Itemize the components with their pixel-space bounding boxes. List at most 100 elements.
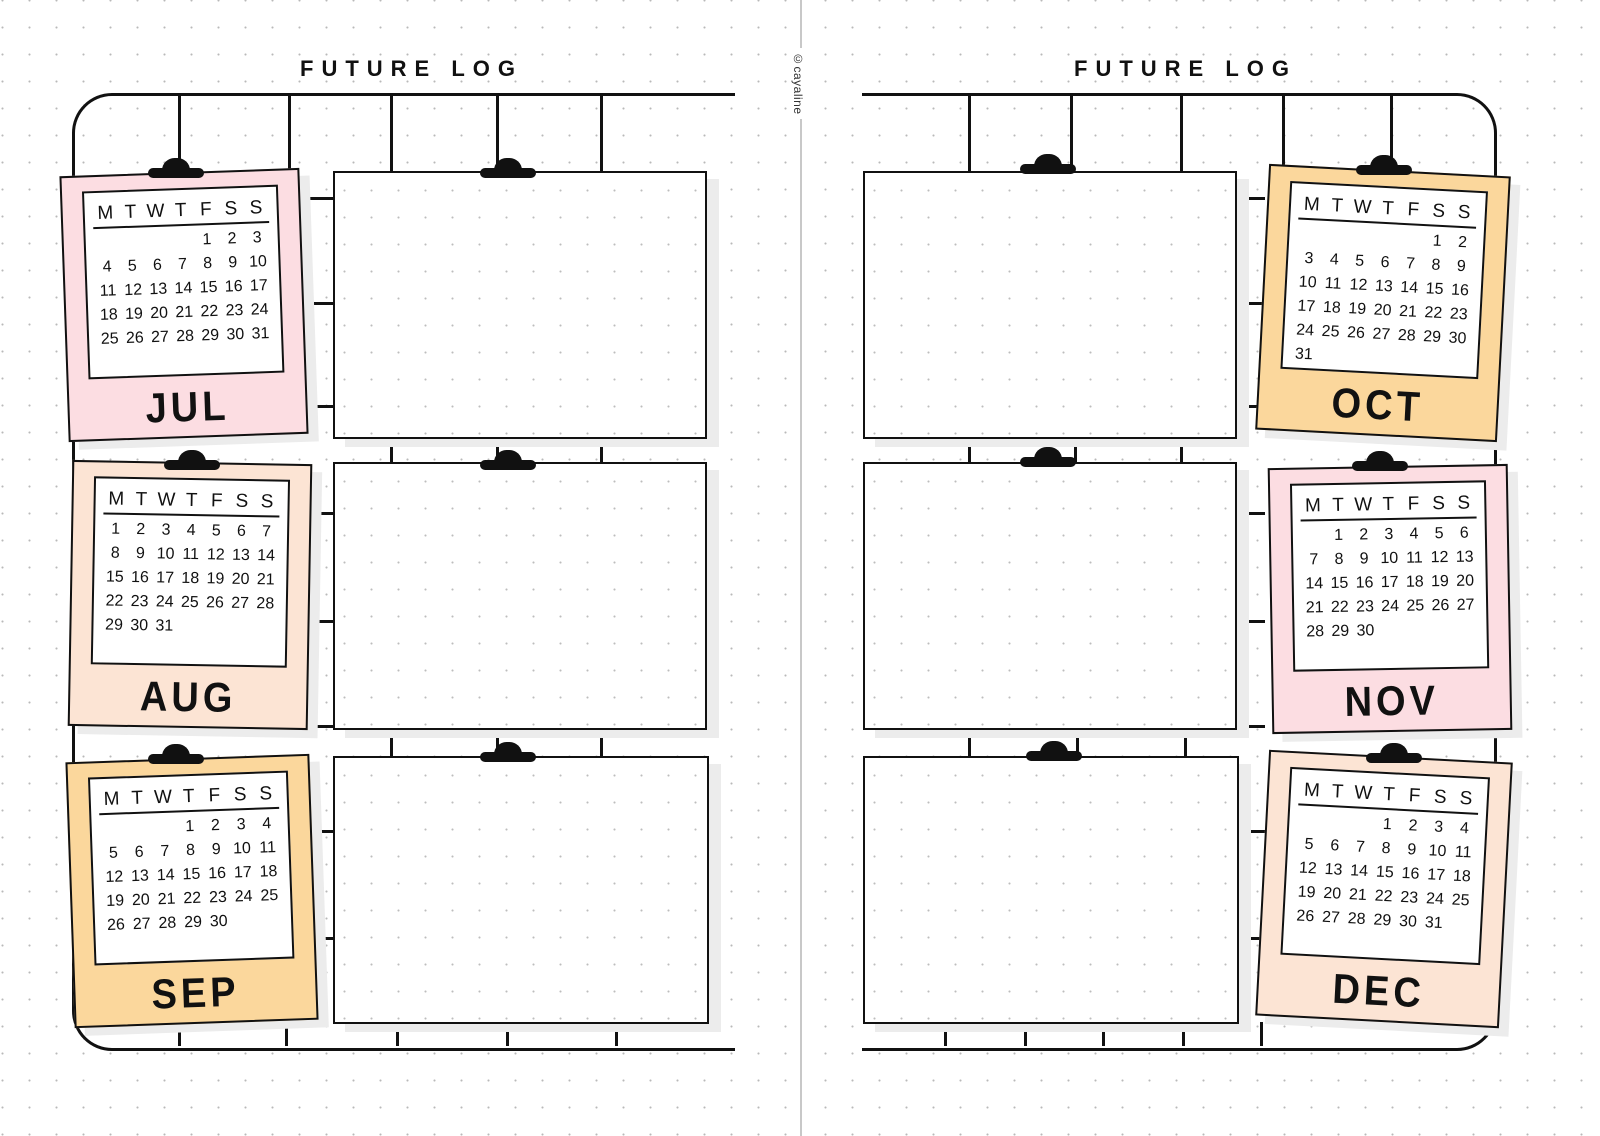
grid-line — [600, 728, 603, 758]
day-number: 24 — [1425, 890, 1445, 909]
weekday-label: T — [1382, 493, 1395, 516]
binder-clip-icon — [164, 450, 220, 470]
weekday-label: W — [1353, 782, 1373, 805]
day-number: 24 — [1381, 597, 1400, 616]
weekday-label: M — [1303, 779, 1321, 802]
day-number: 7 — [261, 523, 272, 541]
day-number: 8 — [202, 254, 213, 273]
day-number: 4 — [186, 521, 196, 540]
day-number: 12 — [1298, 859, 1318, 878]
grid-line — [390, 437, 393, 464]
day-number: 26 — [1295, 907, 1315, 926]
day-number: 14 — [257, 547, 276, 565]
day-number: 27 — [1456, 596, 1475, 614]
day-number: 6 — [152, 256, 163, 275]
weekday-label: S — [249, 197, 263, 219]
day-number: 27 — [150, 328, 170, 347]
day-number: 16 — [130, 568, 150, 587]
day-number: 22 — [1374, 887, 1393, 906]
month-label: SEP — [150, 969, 241, 1019]
weekday-label: W — [1353, 196, 1373, 219]
day-number: 8 — [1431, 256, 1441, 274]
day-number: 5 — [108, 844, 119, 862]
day-number: 23 — [1449, 305, 1469, 324]
grid-line — [1076, 728, 1079, 758]
binder-clip-icon — [148, 744, 204, 764]
day-number: 6 — [134, 843, 144, 861]
day-number: 17 — [1297, 297, 1316, 316]
day-number: 29 — [1373, 911, 1392, 930]
day-number: 15 — [1375, 863, 1395, 882]
day-number: 25 — [1451, 891, 1470, 910]
month-label: JUL — [144, 383, 231, 433]
day-number: 3 — [1433, 818, 1444, 837]
day-number: 13 — [130, 867, 150, 886]
day-number: 14 — [174, 279, 193, 298]
notes-box-dec[interactable] — [863, 756, 1239, 1024]
day-number: 6 — [1380, 253, 1390, 272]
day-number: 17 — [1380, 573, 1399, 592]
grid-line — [1182, 1022, 1185, 1046]
day-number: 28 — [1306, 623, 1325, 641]
grid-line — [1282, 96, 1285, 171]
day-number: 4 — [1329, 251, 1340, 269]
day-number: 18 — [181, 569, 200, 588]
notes-box-oct[interactable] — [863, 171, 1237, 439]
day-number: 15 — [1425, 280, 1444, 299]
day-number: 8 — [185, 841, 196, 860]
day-number: 9 — [211, 840, 222, 859]
day-number: 21 — [157, 890, 176, 909]
grid-line — [178, 1022, 181, 1046]
weekday-label: F — [199, 198, 212, 221]
day-number: 23 — [1399, 888, 1419, 907]
weekday-label: T — [185, 489, 198, 512]
weekday-label: S — [260, 491, 274, 513]
day-number: 30 — [130, 616, 149, 635]
day-number: 2 — [1359, 526, 1369, 544]
notes-box-sep[interactable] — [333, 756, 709, 1024]
day-number: 26 — [205, 594, 225, 612]
day-number: 26 — [1346, 324, 1366, 343]
grid-line — [1184, 728, 1187, 758]
day-number: 30 — [226, 325, 245, 344]
day-number: 10 — [248, 253, 268, 271]
day-number: 3 — [252, 229, 262, 247]
day-number: 14 — [1305, 575, 1324, 593]
notes-box-jul[interactable] — [333, 171, 707, 439]
grid-line — [1074, 437, 1077, 464]
day-number: 12 — [1430, 548, 1449, 567]
day-number: 19 — [105, 892, 125, 910]
grid-line — [288, 96, 291, 171]
grid-line — [1180, 96, 1183, 171]
notes-box-aug[interactable] — [333, 462, 707, 730]
day-number: 21 — [1348, 886, 1368, 905]
weekday-label: S — [1457, 492, 1471, 514]
day-number: 22 — [1424, 304, 1443, 323]
day-number: 19 — [206, 570, 225, 588]
notes-box-nov[interactable] — [863, 462, 1237, 730]
grid-line — [1235, 302, 1265, 305]
grid-line — [1024, 1022, 1027, 1046]
day-number: 16 — [224, 277, 243, 296]
day-number: 27 — [132, 915, 151, 934]
day-number: 31 — [1294, 345, 1314, 364]
grid-line — [300, 725, 335, 728]
day-number: 5 — [1354, 252, 1365, 270]
day-number: 23 — [1355, 598, 1375, 616]
day-number: 29 — [1422, 328, 1442, 347]
grid-line — [300, 937, 335, 940]
weekday-label: S — [233, 784, 247, 806]
weekday-label: F — [1406, 199, 1420, 221]
day-number: 21 — [1305, 599, 1324, 617]
day-number: 11 — [1405, 549, 1423, 567]
day-number: 22 — [105, 592, 124, 610]
day-number: 1 — [202, 231, 212, 249]
